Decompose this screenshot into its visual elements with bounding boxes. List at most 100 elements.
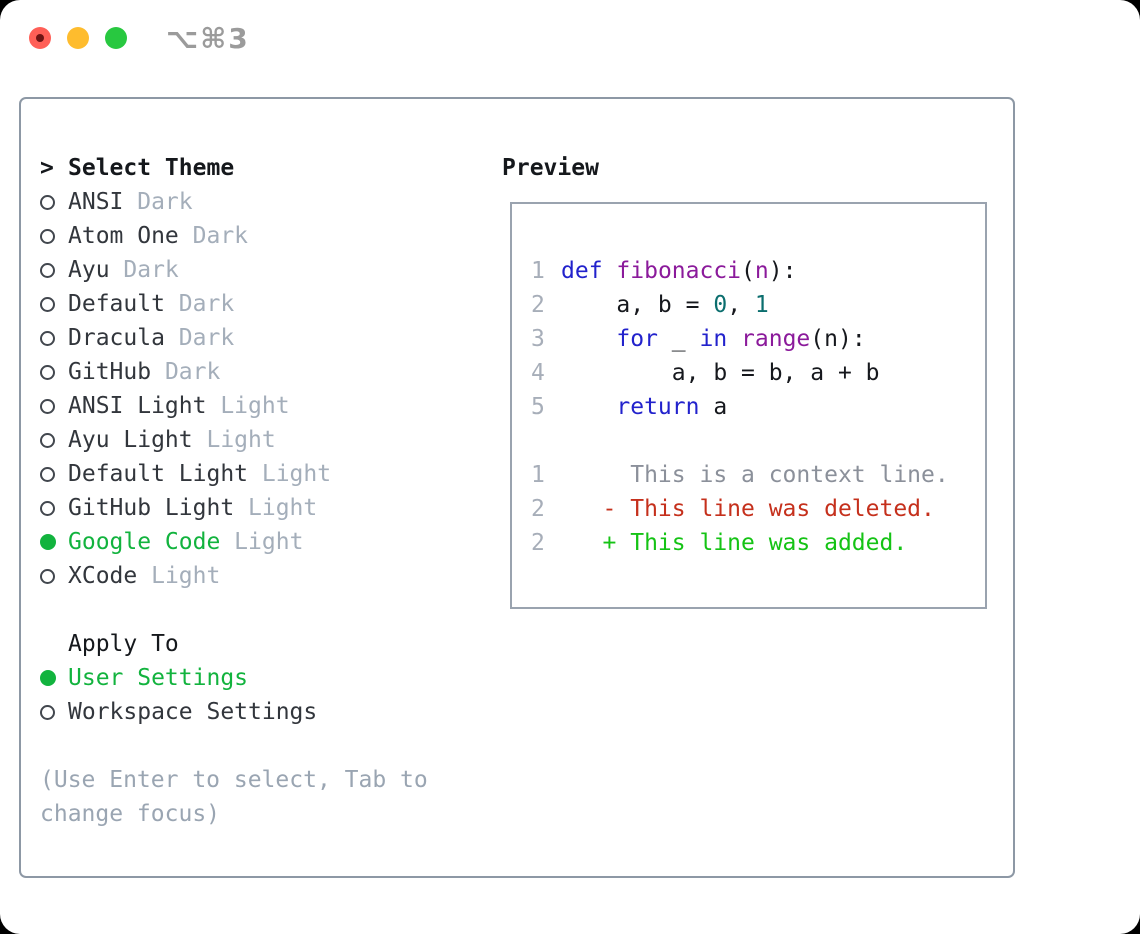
theme-variant: Dark bbox=[164, 325, 235, 351]
theme-name: Atom One bbox=[68, 223, 179, 249]
radio-cell bbox=[40, 534, 68, 550]
radio-unselected-icon[interactable] bbox=[40, 364, 55, 380]
code-segment-pln bbox=[561, 326, 616, 352]
code-segment-pln: , bbox=[727, 292, 755, 318]
code-segment-fn: range bbox=[741, 326, 811, 352]
theme-option-ayu-light[interactable]: Ayu Light Light bbox=[40, 423, 490, 457]
radio-selected-icon[interactable] bbox=[40, 534, 56, 550]
theme-variant: Light bbox=[137, 563, 221, 589]
line-number: 4 bbox=[531, 360, 545, 386]
radio-unselected-icon[interactable] bbox=[40, 228, 55, 244]
theme-option-google-code[interactable]: Google Code Light bbox=[40, 525, 490, 559]
theme-variant: Light bbox=[206, 393, 290, 419]
radio-cell bbox=[40, 500, 68, 516]
theme-name: ANSI bbox=[68, 189, 124, 215]
spacer bbox=[40, 593, 490, 627]
code-segment-add: + This line was added. bbox=[561, 530, 908, 556]
apply-option-workspace-settings[interactable]: Workspace Settings bbox=[40, 695, 490, 729]
radio-unselected-icon[interactable] bbox=[40, 330, 55, 346]
keyboard-hint: (Use Enter to select, Tab to change focu… bbox=[40, 767, 428, 827]
code-segment-pln: a bbox=[699, 394, 728, 420]
theme-option-dracula[interactable]: Dracula Dark bbox=[40, 321, 490, 355]
radio-unselected-icon[interactable] bbox=[40, 262, 55, 278]
theme-name: GitHub bbox=[68, 359, 152, 385]
radio-unselected-icon[interactable] bbox=[40, 296, 55, 312]
apply-option-label: Workspace Settings bbox=[68, 699, 318, 725]
code-line: 2 a, b = 0, 1 bbox=[531, 288, 985, 322]
radio-cell bbox=[40, 670, 68, 686]
theme-option-github[interactable]: GitHub Dark bbox=[40, 355, 490, 389]
theme-name: GitHub Light bbox=[68, 495, 235, 521]
line-number: 3 bbox=[531, 326, 545, 352]
theme-option-ansi[interactable]: ANSI Dark bbox=[40, 185, 490, 219]
code-segment-fn: fibonacci bbox=[616, 258, 742, 284]
line-number: 2 bbox=[531, 496, 545, 522]
theme-name: Ayu Light bbox=[68, 427, 193, 453]
code-segment-pln: (n): bbox=[810, 326, 866, 352]
code-blank-line bbox=[531, 424, 985, 458]
radio-unselected-icon[interactable] bbox=[40, 398, 55, 414]
code-segment-lit: 1 bbox=[754, 292, 769, 318]
theme-variant: Dark bbox=[123, 189, 193, 215]
code-line: 4 a, b = b, a + b bbox=[531, 356, 985, 390]
code-segment-pln: _ bbox=[657, 326, 700, 352]
preview-header: Preview bbox=[502, 151, 1002, 185]
code-segment-pln bbox=[727, 326, 741, 352]
close-button[interactable] bbox=[29, 27, 51, 49]
theme-option-default-light[interactable]: Default Light Light bbox=[40, 457, 490, 491]
code-line: 3 for _ in range(n): bbox=[531, 322, 985, 356]
code-segment-del: - This line was deleted. bbox=[561, 496, 935, 522]
theme-variant: Dark bbox=[151, 359, 221, 385]
theme-name: Default Light bbox=[68, 461, 249, 487]
theme-option-github-light[interactable]: GitHub Light Light bbox=[40, 491, 490, 525]
theme-option-ayu[interactable]: Ayu Dark bbox=[40, 253, 490, 287]
theme-name: ANSI Light bbox=[68, 393, 207, 419]
theme-option-ansi-light[interactable]: ANSI Light Light bbox=[40, 389, 490, 423]
radio-unselected-icon[interactable] bbox=[40, 466, 55, 482]
code-segment-kw: def bbox=[561, 258, 603, 284]
zoom-button[interactable] bbox=[105, 27, 127, 49]
code-segment-fn: n bbox=[754, 258, 769, 284]
theme-variant: Dark bbox=[178, 223, 249, 249]
code-line: 2 + This line was added. bbox=[531, 526, 985, 560]
line-number: 5 bbox=[531, 394, 545, 420]
apply-to-title: Apply To bbox=[68, 631, 179, 657]
minimize-button[interactable] bbox=[67, 27, 89, 49]
radio-cell bbox=[40, 704, 68, 720]
radio-cell bbox=[40, 364, 68, 380]
preview-title: Preview bbox=[502, 155, 599, 181]
theme-variant: Light bbox=[234, 495, 318, 521]
code-line: 2 - This line was deleted. bbox=[531, 492, 985, 526]
theme-option-atom-one[interactable]: Atom One Dark bbox=[40, 219, 490, 253]
line-number: 1 bbox=[531, 258, 545, 284]
code-segment-pln: ): bbox=[768, 258, 797, 284]
line-number: 2 bbox=[531, 292, 545, 318]
spacer bbox=[40, 729, 490, 763]
radio-selected-icon[interactable] bbox=[40, 670, 56, 686]
radio-cell bbox=[40, 466, 68, 482]
radio-unselected-icon[interactable] bbox=[40, 194, 55, 210]
code-segment-pln: ( bbox=[741, 258, 755, 284]
theme-option-default[interactable]: Default Dark bbox=[40, 287, 490, 321]
theme-option-xcode[interactable]: XCode Light bbox=[40, 559, 490, 593]
radio-cell bbox=[40, 296, 68, 312]
theme-name: Google Code bbox=[68, 529, 221, 555]
apply-option-user-settings[interactable]: User Settings bbox=[40, 661, 490, 695]
radio-unselected-icon[interactable] bbox=[40, 704, 55, 720]
title-bar: ⌥⌘3 bbox=[0, 0, 1140, 76]
radio-cell bbox=[40, 330, 68, 346]
apply-option-label: User Settings bbox=[68, 665, 249, 691]
close-button-dot bbox=[36, 34, 44, 42]
window-title: ⌥⌘3 bbox=[166, 22, 250, 55]
line-number: 2 bbox=[531, 530, 545, 556]
radio-cell bbox=[40, 228, 68, 244]
radio-unselected-icon[interactable] bbox=[40, 568, 55, 584]
radio-unselected-icon[interactable] bbox=[40, 500, 55, 516]
select-theme-header: > Select Theme bbox=[40, 151, 490, 185]
select-theme-title: Select Theme bbox=[68, 155, 235, 181]
apply-to-header: Apply To bbox=[40, 627, 490, 661]
code-segment-pln: a, b = bbox=[561, 292, 714, 318]
code-segment-kw: in bbox=[699, 326, 728, 352]
radio-unselected-icon[interactable] bbox=[40, 432, 55, 448]
